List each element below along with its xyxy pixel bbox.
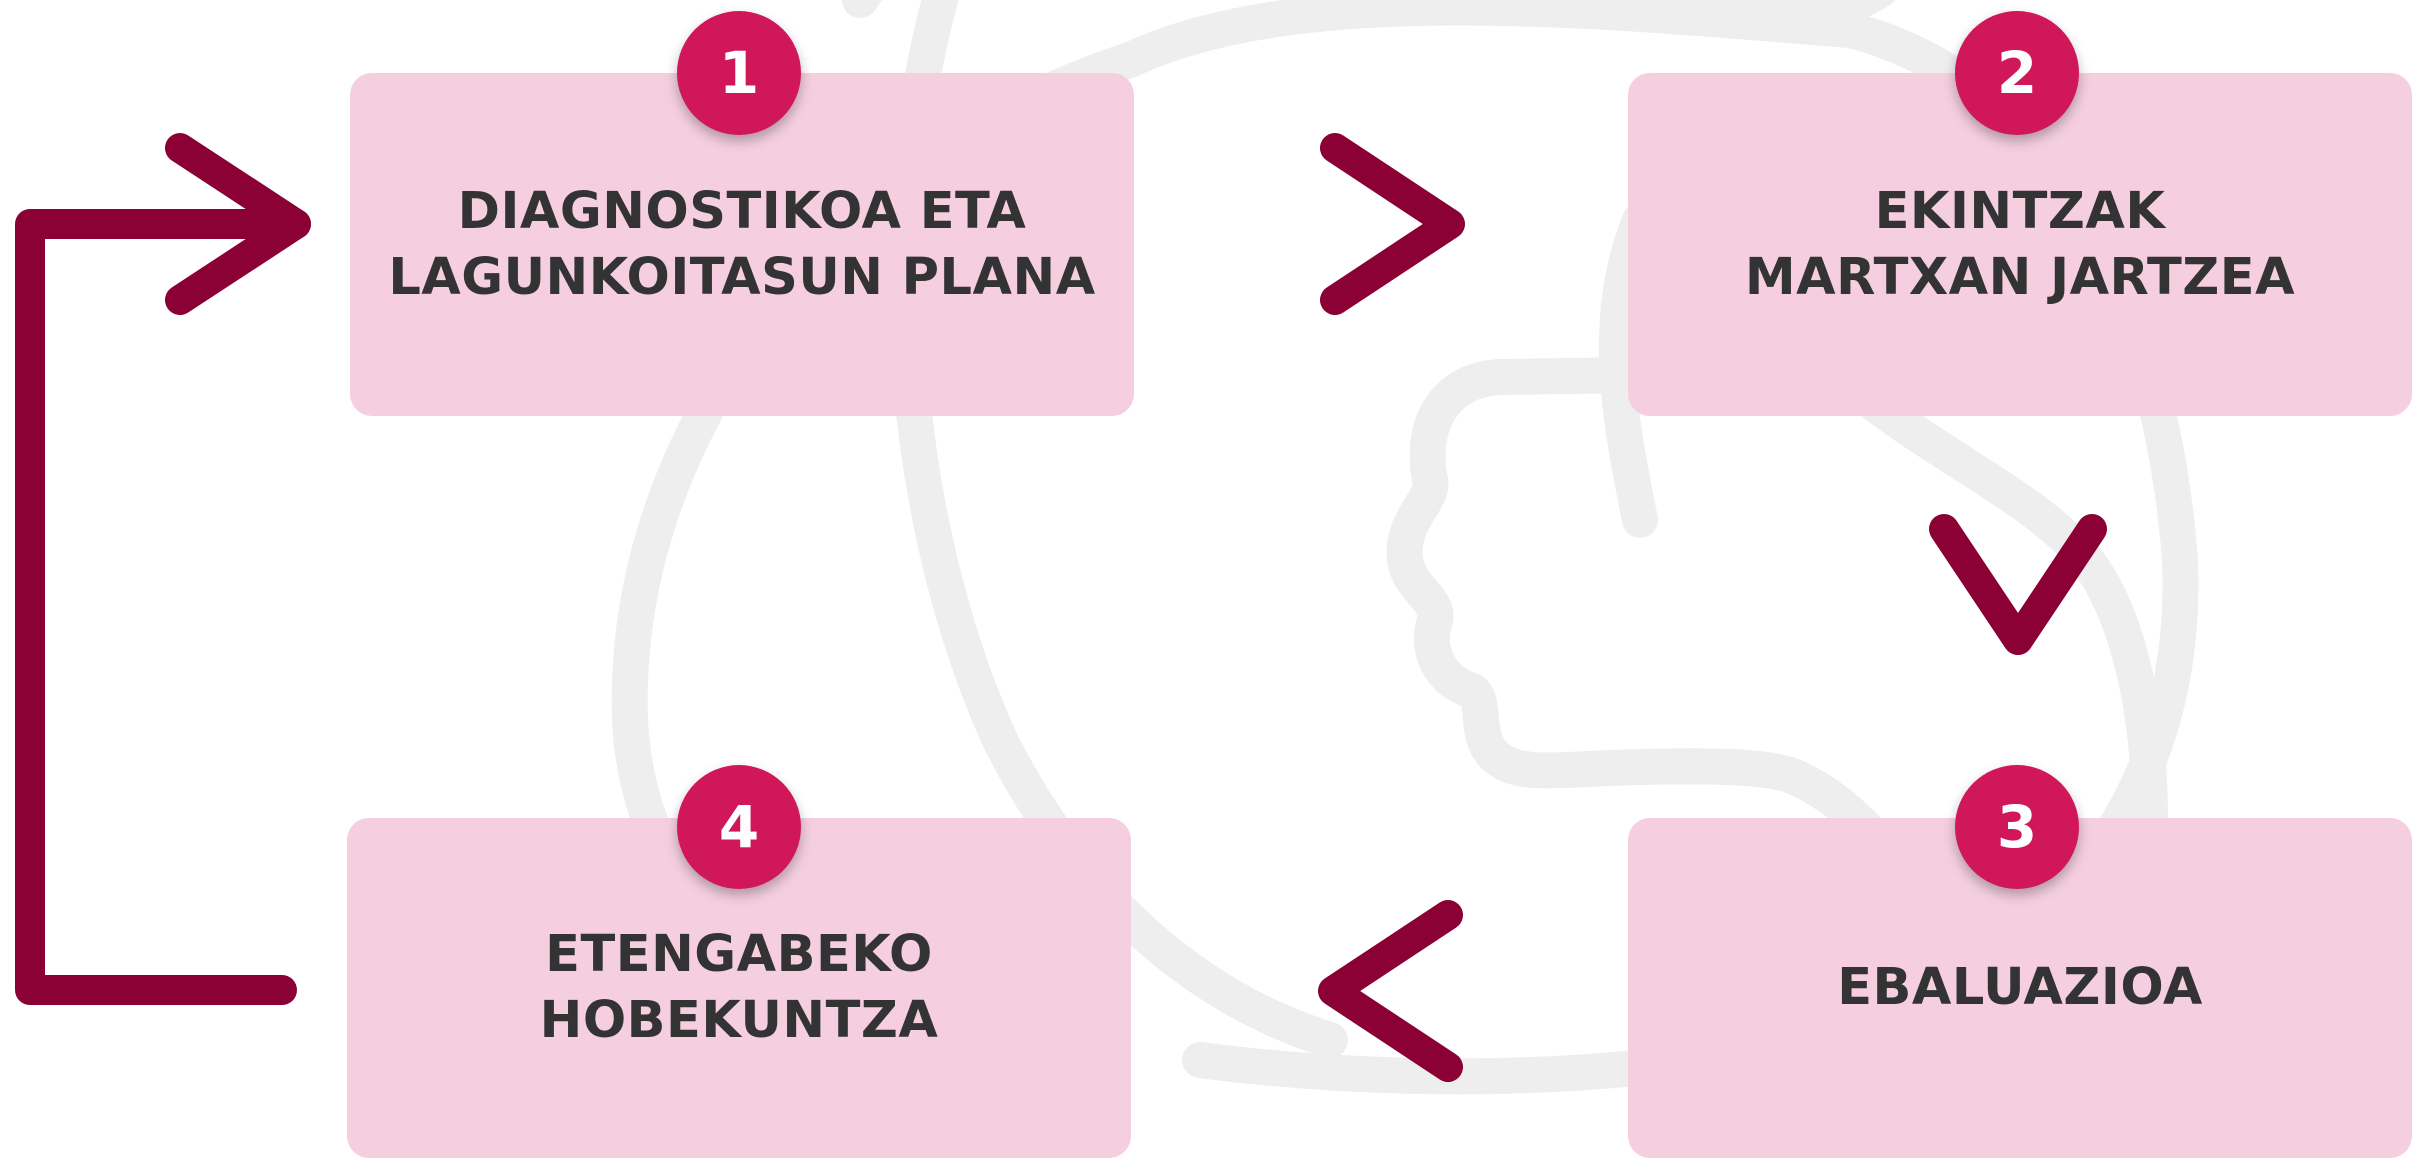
loop-arrow-icon	[15, 133, 311, 1005]
step-3-badge: 3	[1955, 765, 2079, 889]
step-3-title: EBALUAZIOA	[1837, 958, 2203, 1017]
step-1-badge: 1	[677, 11, 801, 135]
step-1-number: 1	[718, 39, 760, 107]
chevron-left-icon	[1318, 900, 1463, 1082]
step-2-number: 2	[1996, 39, 2038, 107]
step-4-badge: 4	[677, 765, 801, 889]
step-4-title: ETENGABEKO HOBEKUNTZA	[539, 925, 939, 1050]
step-4-number: 4	[718, 793, 760, 861]
step-1-title: DIAGNOSTIKOA ETA LAGUNKOITASUN PLANA	[388, 181, 1096, 307]
step-3-number: 3	[1996, 793, 2038, 861]
chevron-right-icon	[1320, 133, 1465, 315]
step-2-badge: 2	[1955, 11, 2079, 135]
step-2-title: EKINTZAK MARTXAN JARTZEA	[1744, 181, 2296, 307]
chevron-down-icon	[1929, 514, 2107, 655]
